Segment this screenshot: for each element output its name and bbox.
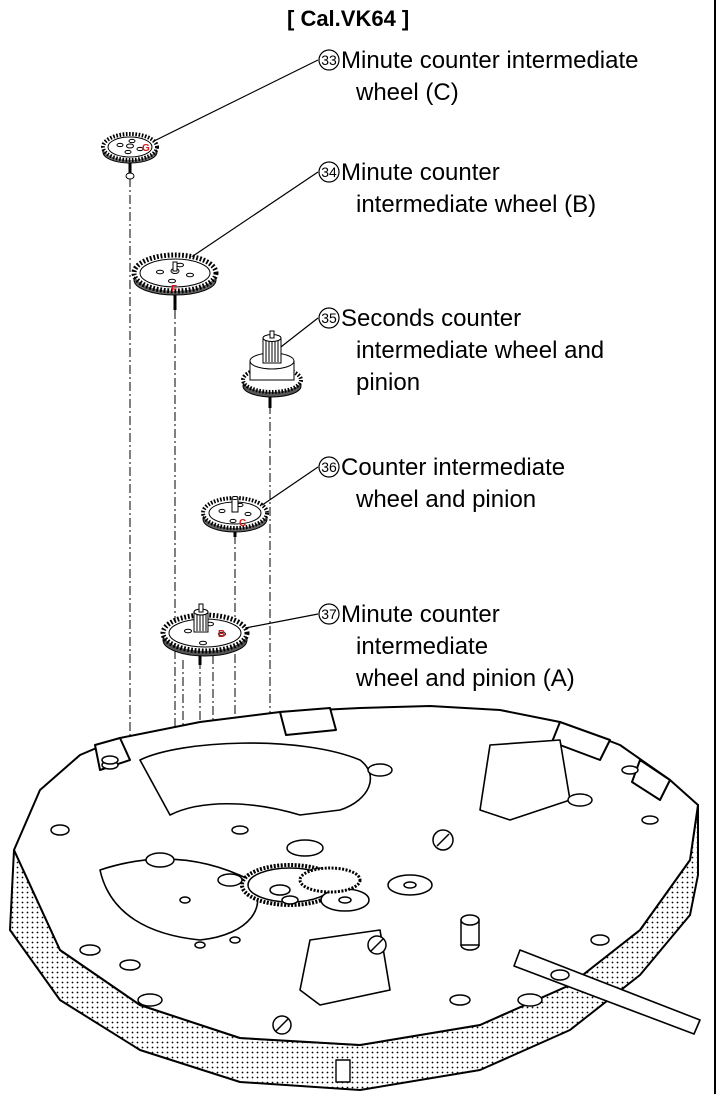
- callout-number: 37: [321, 606, 337, 622]
- gear-letter-c: C: [239, 518, 246, 529]
- callout-label-line: intermediate wheel and: [356, 337, 604, 364]
- gear-36-counter-intermediate-wheel-and-pinion: C: [201, 496, 269, 537]
- leader-lines: [149, 59, 319, 631]
- callout-number-circle: [318, 603, 340, 625]
- callout-number: 34: [321, 164, 337, 180]
- gear-letter-f: F: [171, 284, 177, 295]
- gear-35-seconds-counter-intermediate-wheel: [241, 330, 303, 408]
- gear-letter-g: G: [142, 143, 150, 154]
- callout-label-line: Counter intermediate: [341, 454, 565, 481]
- callout-label-line: intermediate: [356, 633, 488, 660]
- callout-label-line: wheel and pinion: [355, 486, 536, 513]
- callout-number-circle: [318, 307, 340, 329]
- gear-37-minute-counter-intermediate-wheel-and-pinion-a: B: [160, 603, 250, 665]
- callout-label-line: Minute counter: [341, 601, 500, 628]
- callout-label-line: Seconds counter: [341, 305, 521, 332]
- callout-number-circle: [318, 456, 340, 478]
- gear-33-minute-counter-intermediate-wheel-c: G: [101, 132, 159, 180]
- callout-number-circle: [318, 161, 340, 183]
- callout-label-line: intermediate wheel (B): [356, 191, 596, 218]
- callout-label-line: wheel and pinion (A): [355, 665, 575, 692]
- gear-letter-b: B: [218, 629, 225, 640]
- movement-wheels: [50, 755, 659, 1035]
- callout-label-line: Minute counter: [341, 159, 500, 186]
- callout-number: 33: [321, 52, 337, 68]
- callout-number: 35: [321, 310, 337, 326]
- callout-number: 36: [321, 459, 337, 475]
- diagram-title: [ Cal.VK64 ]: [287, 6, 409, 31]
- callout-number-circle: [318, 49, 340, 71]
- callout-label-line: pinion: [356, 369, 420, 396]
- callout-label-line: wheel (C): [355, 79, 459, 106]
- callout-label-line: Minute counter intermediate: [341, 47, 639, 74]
- gear-34-minute-counter-intermediate-wheel-b: F: [131, 252, 219, 310]
